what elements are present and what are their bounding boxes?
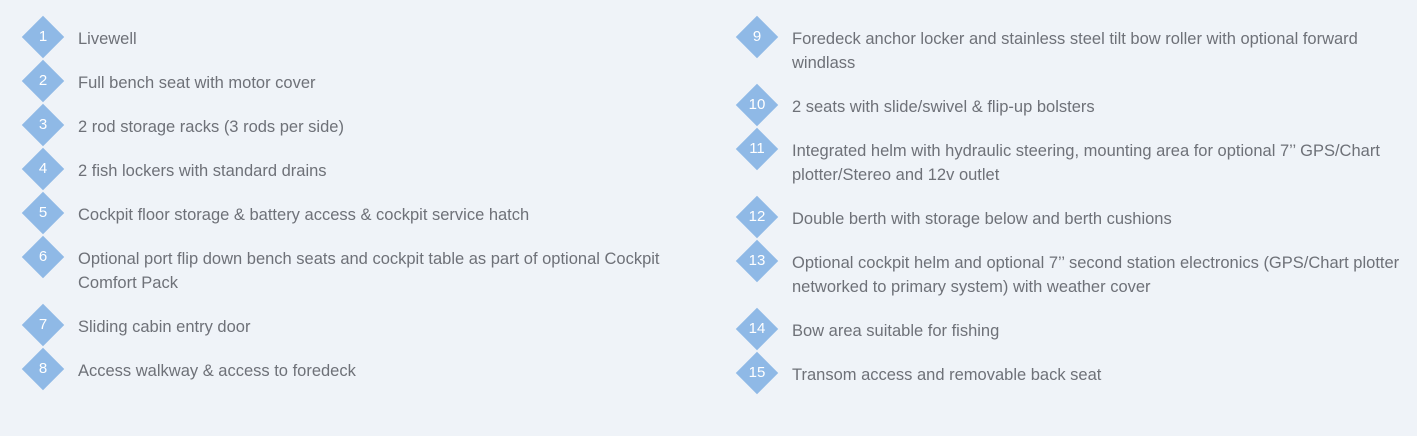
feature-column-left: 1 Livewell 2 Full bench seat with motor … [21, 15, 702, 392]
diamond-marker: 1 [21, 15, 65, 59]
feature-item: 7 Sliding cabin entry door [21, 303, 702, 348]
feature-item: 9 Foredeck anchor locker and stainless s… [735, 15, 1408, 84]
feature-number: 4 [38, 160, 48, 177]
feature-item: 8 Access walkway & access to foredeck [21, 347, 702, 392]
diamond-marker: 14 [735, 307, 779, 351]
feature-text: Access walkway & access to foredeck [78, 362, 356, 380]
feature-item: 14 Bow area suitable for fishing [735, 307, 1408, 352]
diamond-marker: 15 [735, 351, 779, 395]
feature-number: 6 [38, 248, 48, 265]
feature-number: 1 [38, 28, 48, 45]
diamond-marker: 2 [21, 59, 65, 103]
feature-item: 6 Optional port flip down bench seats an… [21, 235, 702, 304]
diamond-marker: 10 [735, 83, 779, 127]
diamond-marker: 11 [735, 127, 779, 171]
diamond-marker: 7 [21, 303, 65, 347]
feature-number: 5 [38, 204, 48, 221]
feature-text: Double berth with storage below and bert… [792, 210, 1172, 228]
feature-item: 10 2 seats with slide/swivel & flip-up b… [735, 83, 1408, 128]
feature-item: 3 2 rod storage racks (3 rods per side) [21, 103, 702, 148]
feature-number: 8 [38, 360, 48, 377]
feature-number: 7 [38, 316, 48, 333]
feature-item: 12 Double berth with storage below and b… [735, 195, 1408, 240]
feature-text: Transom access and removable back seat [792, 366, 1102, 384]
feature-number: 3 [38, 116, 48, 133]
feature-column-right: 9 Foredeck anchor locker and stainless s… [735, 15, 1408, 396]
feature-text: Foredeck anchor locker and stainless ste… [792, 30, 1358, 72]
feature-text: 2 fish lockers with standard drains [78, 162, 327, 180]
diamond-marker: 4 [21, 147, 65, 191]
feature-text: 2 seats with slide/swivel & flip-up bols… [792, 98, 1095, 116]
diamond-marker: 12 [735, 195, 779, 239]
feature-item: 5 Cockpit floor storage & battery access… [21, 191, 702, 236]
feature-number: 15 [748, 364, 766, 381]
feature-number: 14 [748, 320, 766, 337]
diamond-marker: 6 [21, 235, 65, 279]
feature-item: 2 Full bench seat with motor cover [21, 59, 702, 104]
feature-text: Bow area suitable for fishing [792, 322, 1000, 340]
diamond-marker: 9 [735, 15, 779, 59]
feature-item: 13 Optional cockpit helm and optional 7’… [735, 239, 1408, 308]
feature-text: Optional port flip down bench seats and … [78, 250, 660, 292]
feature-item: 11 Integrated helm with hydraulic steeri… [735, 127, 1408, 196]
feature-text: Cockpit floor storage & battery access &… [78, 206, 530, 224]
feature-item: 15 Transom access and removable back sea… [735, 351, 1408, 396]
feature-text: Livewell [78, 30, 137, 48]
diamond-marker: 3 [21, 103, 65, 147]
feature-number: 11 [749, 140, 765, 157]
feature-text: Integrated helm with hydraulic steering,… [792, 142, 1380, 184]
feature-text: Optional cockpit helm and optional 7’’ s… [792, 254, 1400, 296]
diamond-marker: 5 [21, 191, 65, 235]
feature-number: 9 [752, 28, 762, 45]
feature-text: Sliding cabin entry door [78, 318, 251, 336]
feature-number: 10 [748, 96, 766, 113]
feature-number: 13 [748, 252, 766, 269]
feature-item: 4 2 fish lockers with standard drains [21, 147, 702, 192]
diamond-marker: 8 [21, 347, 65, 391]
feature-number: 12 [748, 208, 766, 225]
feature-number: 2 [38, 72, 48, 89]
feature-text: 2 rod storage racks (3 rods per side) [78, 118, 344, 136]
diamond-marker: 13 [735, 239, 779, 283]
feature-text: Full bench seat with motor cover [78, 74, 316, 92]
feature-item: 1 Livewell [21, 15, 702, 60]
